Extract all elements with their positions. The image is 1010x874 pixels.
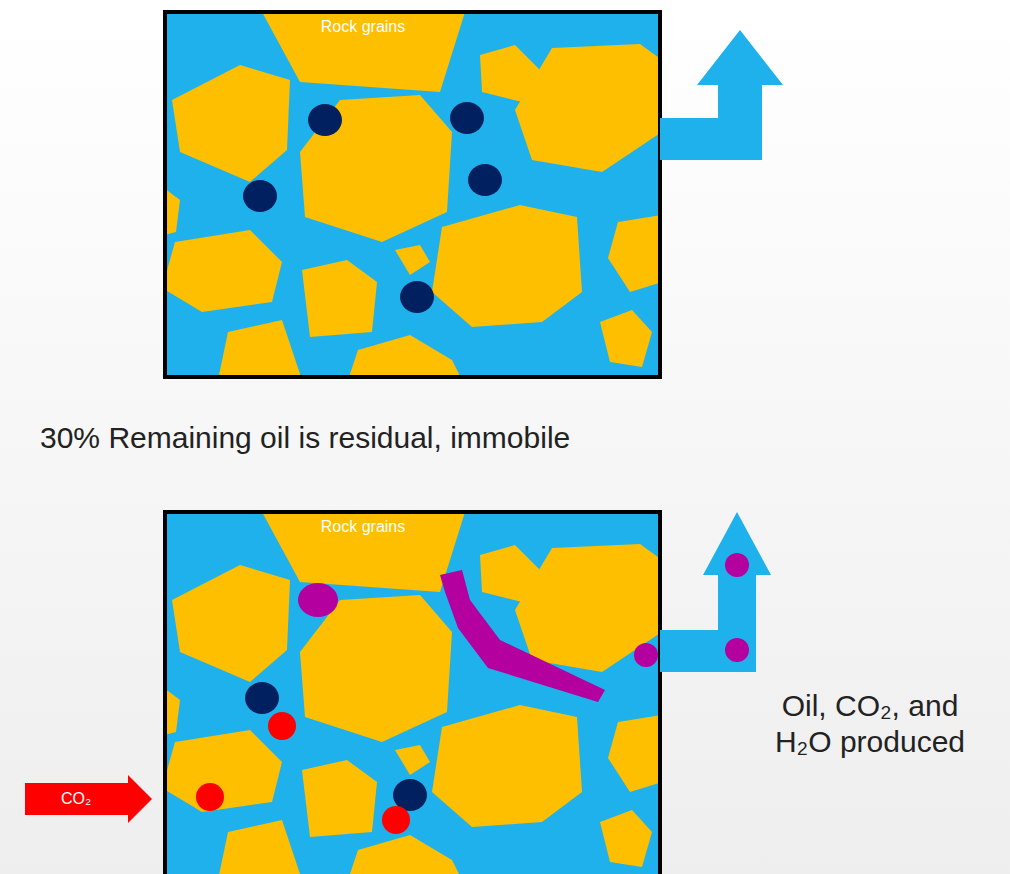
- pore-panel: [160, 12, 783, 380]
- flow-arrow: [660, 512, 771, 672]
- produced-note: Oil, CO₂, and H₂O produced: [750, 688, 990, 760]
- pore-panel: [160, 512, 771, 874]
- grain-label: Rock grains: [321, 17, 405, 36]
- injection-arrow: [25, 775, 152, 823]
- injection-label: CO₂: [61, 789, 91, 808]
- flow-arrow: [660, 30, 783, 160]
- grain-label: Rock grains: [321, 517, 405, 536]
- caption-note: 30% Remaining oil is residual, immobile: [40, 420, 570, 456]
